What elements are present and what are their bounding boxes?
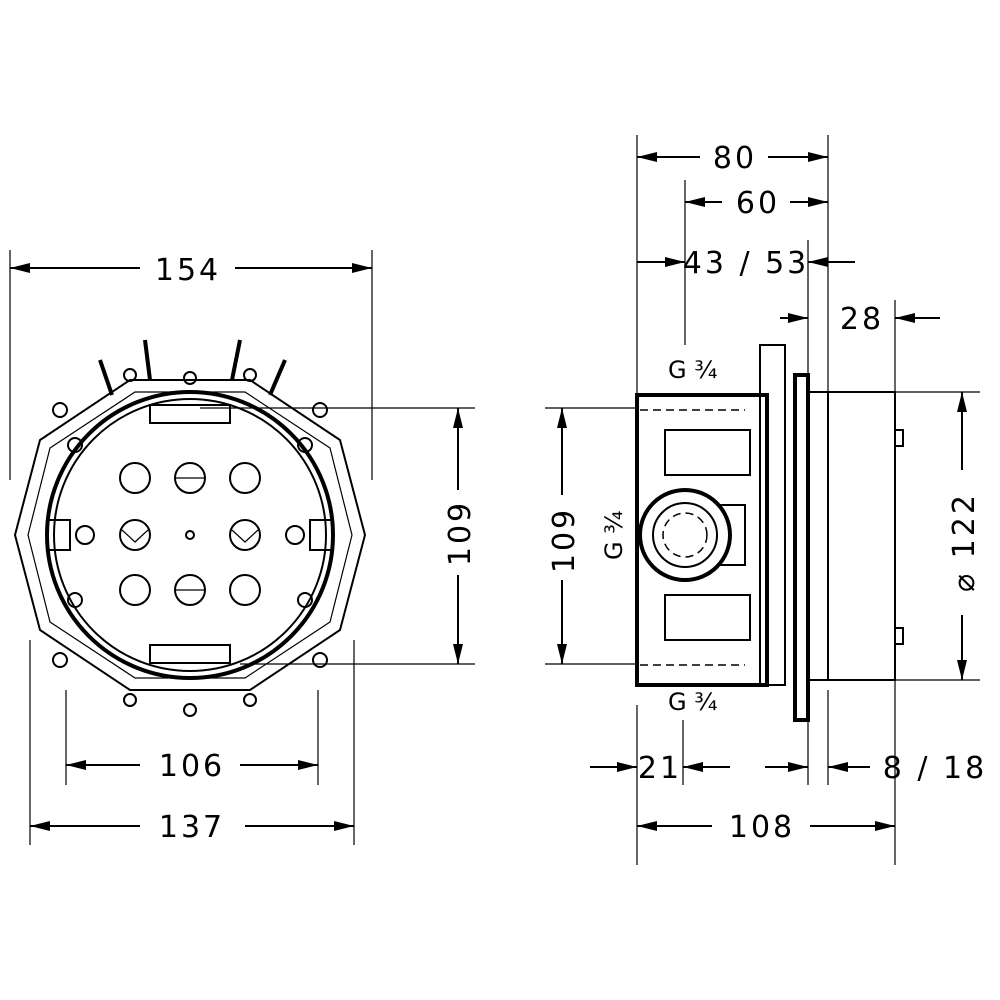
- dimension-label: 154: [155, 253, 221, 288]
- thread-label-top: G ¾: [668, 356, 718, 384]
- dimension-154: 154: [9, 250, 373, 480]
- side-view: G ¾ G ¾ G ¾ 80 60 43 / 53: [545, 135, 987, 865]
- dimension-label: 8 / 18: [883, 751, 987, 786]
- dimension-label: 43 / 53: [683, 246, 810, 281]
- front-view: 154 109 106 137: [9, 250, 478, 845]
- dimension-label: 28: [840, 302, 884, 337]
- dimension-label: 60: [736, 186, 780, 221]
- dimension-label: 21: [638, 751, 682, 786]
- dimension-label: 109: [443, 500, 478, 566]
- dimension-28: 28: [780, 302, 940, 337]
- dimension-label: 109: [547, 507, 582, 573]
- dimension-label: 137: [159, 810, 225, 845]
- thread-label-bottom: G ¾: [668, 688, 718, 716]
- dimension-8-18: 8 / 18: [828, 751, 987, 786]
- knockout-holes: [119, 462, 261, 606]
- valve-body: [635, 344, 904, 722]
- dimension-43-53: 43 / 53: [637, 246, 855, 281]
- dimension-label: 106: [159, 749, 225, 784]
- dimension-80: 80: [637, 141, 828, 176]
- dimension-109-front: 109: [200, 407, 478, 665]
- dimension-label: 108: [729, 810, 795, 845]
- dimension-137: 137: [29, 640, 355, 845]
- dimension-109-side: 109: [545, 407, 637, 665]
- dimension-label: ⌀ 122: [947, 492, 982, 592]
- dimension-21: 21: [590, 751, 808, 786]
- dimension-106: 106: [65, 690, 319, 785]
- mounting-frame: [13, 339, 367, 717]
- dimension-label: 80: [713, 141, 757, 176]
- thread-label-side: G ¾: [600, 511, 628, 561]
- dimension-108: 108: [637, 810, 895, 845]
- dimension-60: 60: [685, 186, 828, 221]
- dimension-diameter-122: ⌀ 122: [895, 391, 982, 681]
